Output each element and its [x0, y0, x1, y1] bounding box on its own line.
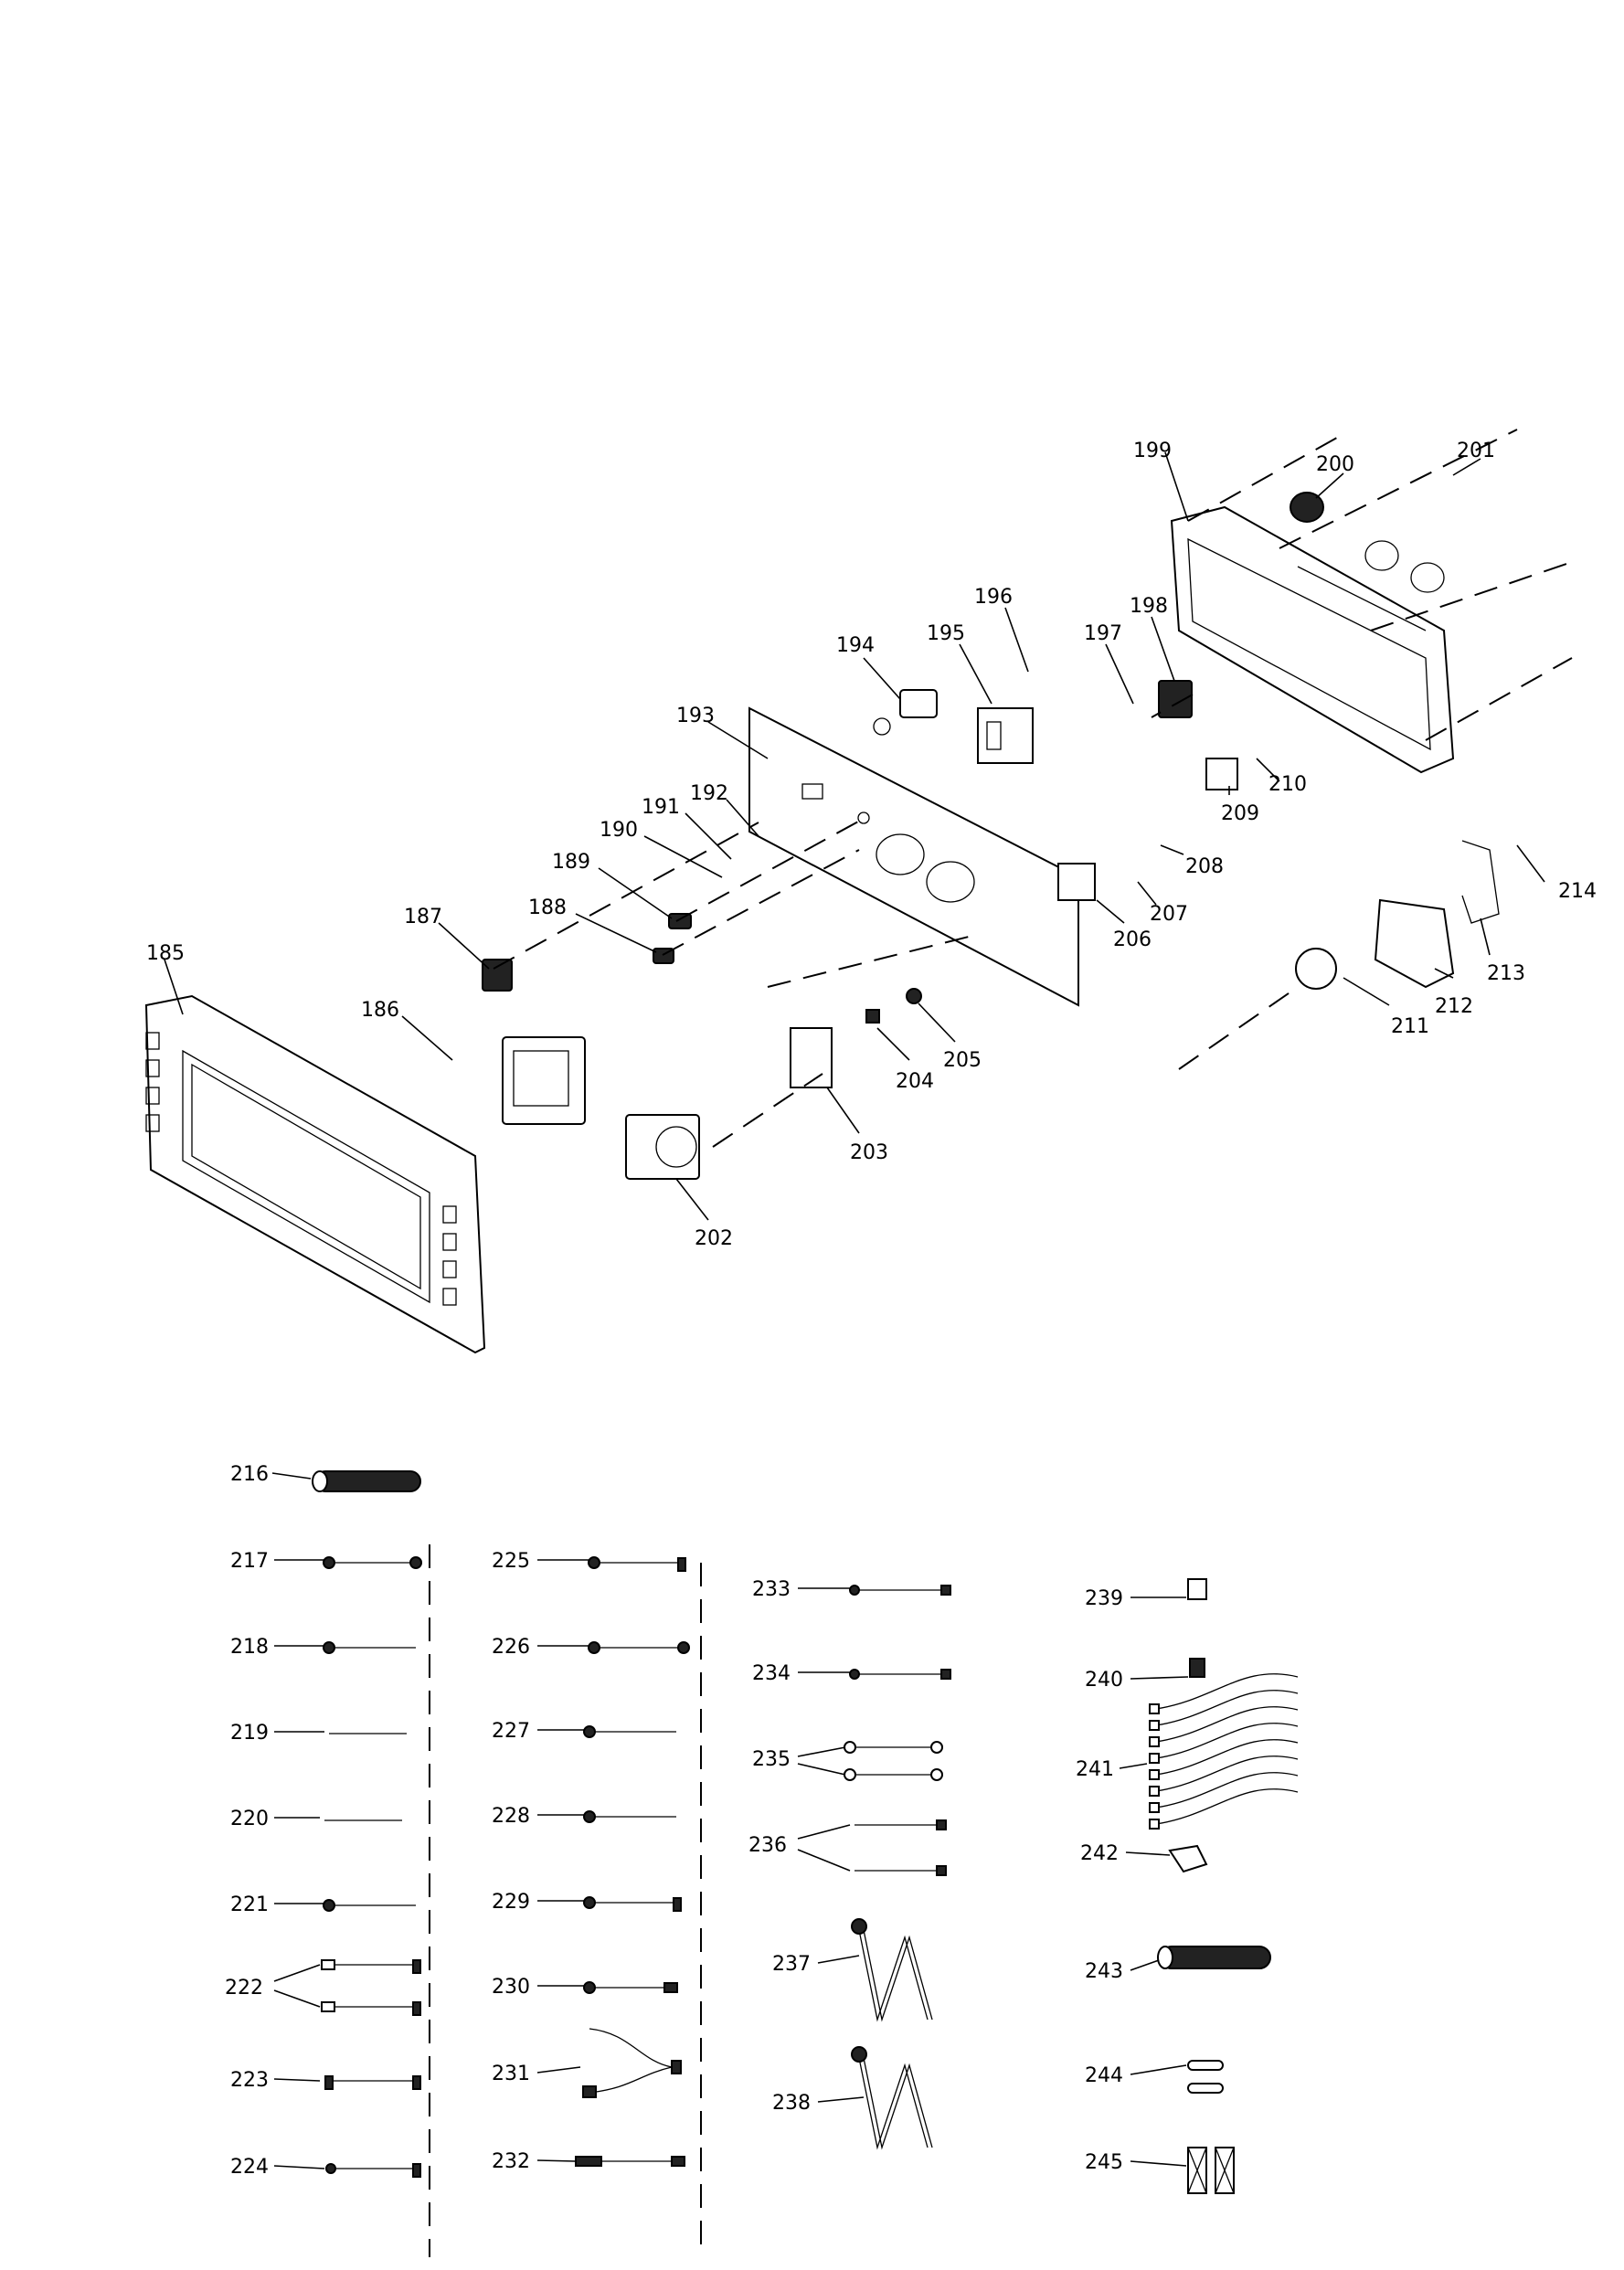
- label-211: 211: [1391, 1015, 1429, 1038]
- part-186-receptacle: [502, 1036, 586, 1125]
- label-206: 206: [1113, 928, 1152, 951]
- part-211-plug: [1295, 948, 1337, 990]
- column-dividers: [429, 1544, 702, 2257]
- label-228: 228: [492, 1805, 530, 1828]
- label-192: 192: [690, 782, 728, 805]
- label-209: 209: [1221, 802, 1259, 825]
- label-213: 213: [1487, 962, 1525, 985]
- label-194: 194: [836, 634, 875, 657]
- part-212-box: [1374, 898, 1455, 989]
- label-214: 214: [1558, 880, 1597, 903]
- lower-part-labels: 216 217 218 219 220 221 222 223 224 225 …: [225, 1463, 1123, 2179]
- label-212: 212: [1435, 995, 1473, 1018]
- label-245: 245: [1085, 2151, 1123, 2174]
- label-231: 231: [492, 2063, 530, 2085]
- label-227: 227: [492, 1720, 530, 1743]
- label-239: 239: [1085, 1587, 1123, 1610]
- label-219: 219: [230, 1722, 269, 1745]
- label-191: 191: [642, 796, 680, 819]
- label-201: 201: [1457, 440, 1495, 462]
- label-225: 225: [492, 1550, 530, 1573]
- column1-wires: [321, 1556, 422, 2178]
- label-202: 202: [695, 1227, 733, 1250]
- column3-wires: [844, 1585, 951, 2150]
- label-197: 197: [1084, 622, 1122, 645]
- part-195-outlet: [977, 707, 1034, 764]
- part-189-fuse-holder: [668, 913, 692, 929]
- label-221: 221: [230, 1893, 269, 1916]
- part-194-breaker: [873, 689, 938, 736]
- label-216: 216: [230, 1463, 269, 1486]
- part-213-bracket: [1461, 840, 1500, 924]
- label-207: 207: [1150, 903, 1188, 926]
- label-205: 205: [943, 1049, 982, 1072]
- label-242: 242: [1080, 1842, 1119, 1865]
- part-209-block: [1205, 758, 1238, 790]
- part-202-receptacle: [625, 1114, 700, 1180]
- part-205-washer: [906, 988, 922, 1004]
- label-210: 210: [1268, 773, 1307, 796]
- label-193: 193: [676, 705, 715, 727]
- label-232: 232: [492, 2150, 530, 2173]
- label-190: 190: [600, 819, 638, 842]
- label-187: 187: [404, 906, 442, 928]
- label-208: 208: [1185, 855, 1224, 878]
- label-238: 238: [772, 2092, 811, 2115]
- part-193-control-panel: [748, 706, 1079, 1007]
- part-187-switch: [482, 959, 513, 992]
- part-185-front-frame: [144, 994, 486, 1354]
- label-226: 226: [492, 1636, 530, 1659]
- label-204: 204: [896, 1070, 934, 1093]
- label-186: 186: [361, 999, 399, 1022]
- label-200: 200: [1316, 453, 1354, 476]
- label-196: 196: [974, 586, 1013, 609]
- label-199: 199: [1133, 440, 1172, 462]
- label-240: 240: [1085, 1669, 1123, 1692]
- label-244: 244: [1085, 2064, 1123, 2087]
- label-198: 198: [1130, 595, 1168, 618]
- label-218: 218: [230, 1636, 269, 1659]
- label-230: 230: [492, 1976, 530, 1999]
- label-233: 233: [752, 1578, 791, 1601]
- label-237: 237: [772, 1953, 811, 1976]
- label-234: 234: [752, 1662, 791, 1685]
- label-217: 217: [230, 1550, 269, 1573]
- label-220: 220: [230, 1808, 269, 1830]
- part-206-bracket: [1057, 863, 1096, 901]
- label-185: 185: [146, 942, 185, 965]
- label-203: 203: [850, 1141, 888, 1164]
- label-236: 236: [748, 1834, 787, 1857]
- upper-leader-lines: [164, 451, 1545, 1221]
- upper-part-labels: 185 186 187 188 189 190 191 192 193 194 …: [146, 440, 1597, 1250]
- label-188: 188: [528, 896, 567, 919]
- column2-wires: [575, 1556, 690, 2167]
- part-216-sleeve: [312, 1470, 421, 1492]
- part-199-rear-housing: [1170, 505, 1455, 774]
- column4-parts: [1149, 1578, 1299, 2194]
- lower-leader-lines: [271, 1472, 1189, 2169]
- part-198-switch: [1158, 680, 1193, 718]
- label-195: 195: [927, 622, 965, 645]
- label-243: 243: [1085, 1960, 1123, 1983]
- part-200-knob: [1290, 492, 1445, 593]
- label-222: 222: [225, 1977, 263, 2000]
- label-235: 235: [752, 1748, 791, 1771]
- label-229: 229: [492, 1891, 530, 1914]
- part-204-nut: [865, 1009, 880, 1024]
- label-241: 241: [1076, 1758, 1114, 1781]
- label-224: 224: [230, 2156, 269, 2179]
- exploded-dash-lines: [493, 429, 1573, 1148]
- label-189: 189: [552, 851, 590, 874]
- part-203-cover-plate: [790, 1027, 833, 1088]
- label-223: 223: [230, 2069, 269, 2092]
